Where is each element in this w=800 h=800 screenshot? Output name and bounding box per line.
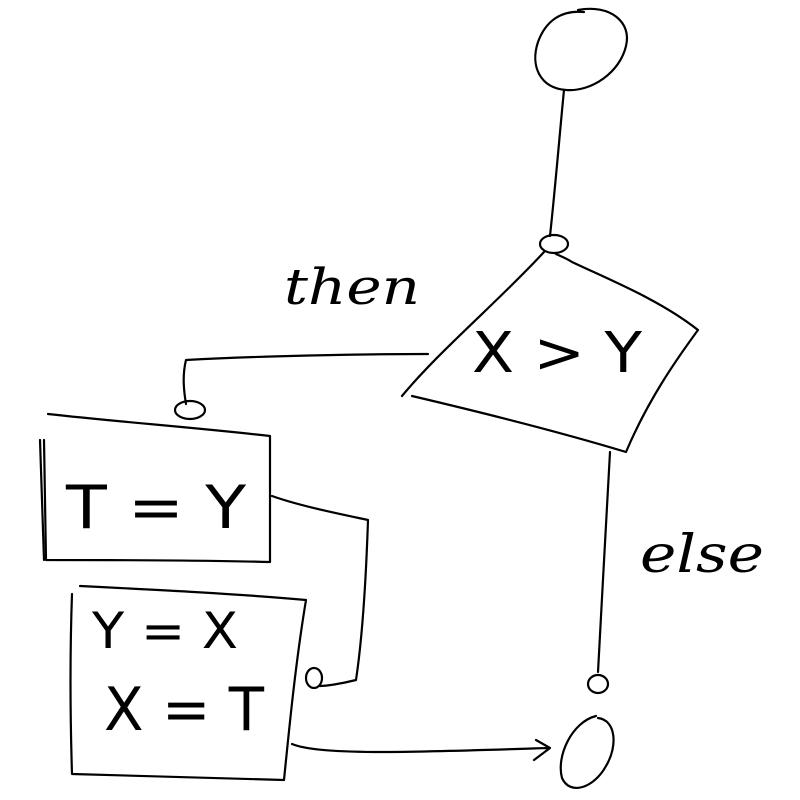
then-label: then — [284, 258, 420, 316]
then-branch-line — [182, 352, 430, 406]
then-entry-connector — [173, 399, 207, 421]
step1-to-step2-line — [270, 494, 370, 688]
end-terminal — [559, 714, 615, 789]
swap-step-3: X = T — [104, 675, 264, 745]
start-terminal — [534, 7, 629, 92]
swap-step-2: Y = X — [91, 602, 238, 660]
process-box-t-equals-y — [42, 412, 272, 564]
start-to-decision-line — [548, 88, 566, 238]
else-label: else — [640, 525, 764, 585]
decision-entry-connector — [538, 233, 570, 255]
decision-condition: X > Y — [472, 321, 643, 386]
step2-to-end-arrow — [290, 738, 552, 762]
step2-entry-connector — [304, 666, 324, 690]
decision-shape — [400, 250, 700, 454]
process-box-t-equals-y-extra-edge — [38, 438, 46, 562]
process-box-swap — [69, 584, 308, 782]
end-entry-connector — [586, 673, 610, 695]
else-branch-line — [596, 450, 612, 674]
swap-step-1: T = Y — [65, 473, 247, 543]
